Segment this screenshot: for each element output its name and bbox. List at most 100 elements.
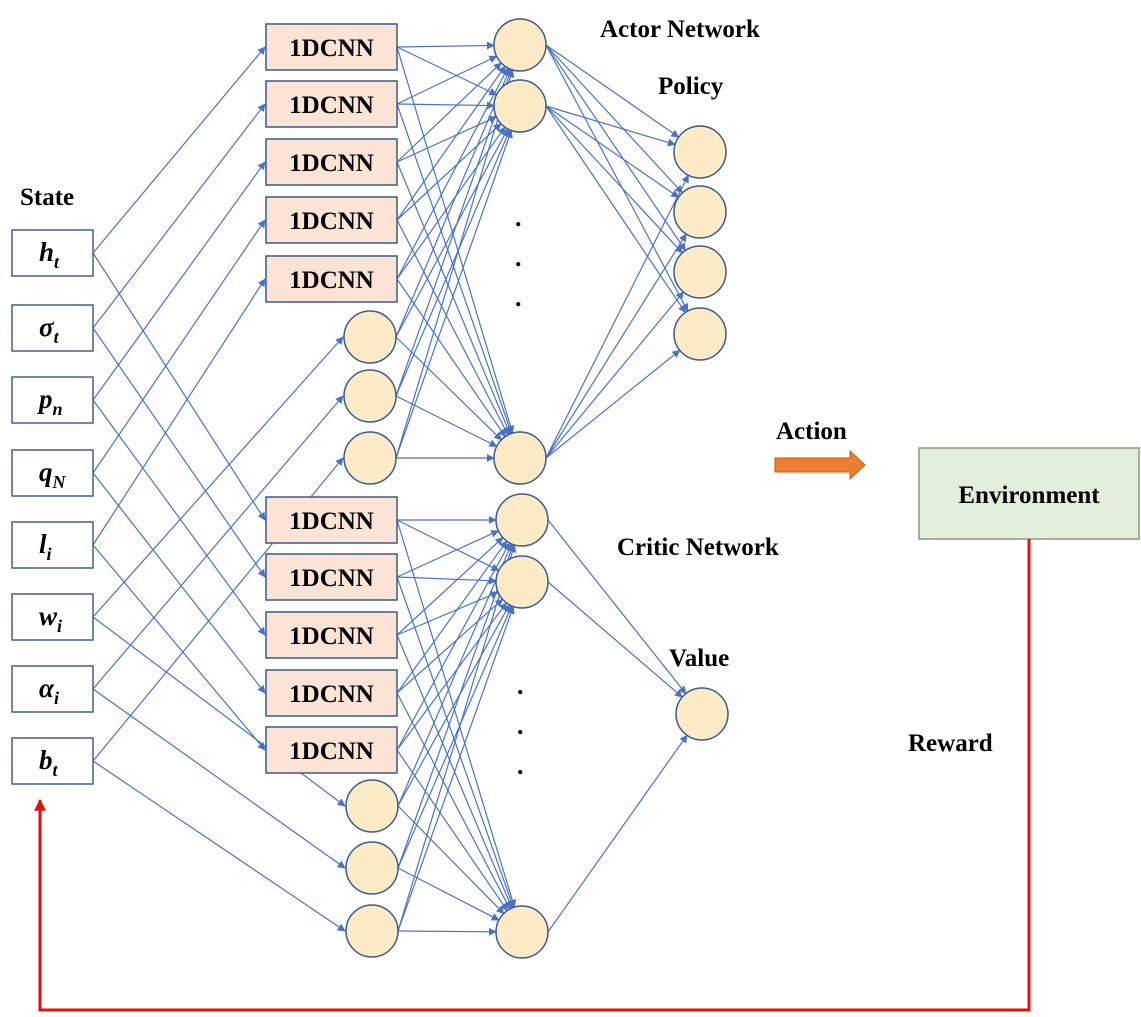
svg-text:.: . [517,751,524,780]
critic-layer1-to-hidden-connection [396,537,504,636]
actor-layer1-to-hidden-connection [396,103,513,435]
actor-layer1-to-hidden-connection [395,128,509,338]
cnn-1d-block [265,255,398,303]
state-variable-label: ht [39,237,60,272]
actor-hidden-neuron-node [493,18,547,72]
policy-output-node [673,307,727,361]
action-label: Action [776,418,847,445]
layer1-neuron-node [343,431,397,485]
actor-layer1-to-hidden-connection [396,278,506,438]
actor-layer1-to-hidden-connection [396,65,506,221]
cnn-1d-label: 1DCNN [289,623,374,650]
critic-hidden-to-value-connection [547,519,687,695]
actor-layer1-to-hidden-connection [395,129,511,397]
layer1-neuron-node [345,779,399,833]
state-to-layer1-connection [92,327,266,578]
critic-layer1-to-hidden-connection [396,602,507,751]
critic-layer1-to-hidden-connection [397,605,513,869]
state-to-layer1-connection [92,544,266,751]
critic-layer1-to-hidden-connection [397,543,515,869]
critic-layer1-to-hidden-connection [397,927,497,936]
actor-hidden-neuron-node [493,431,547,485]
cnn-1d-label: 1DCNN [289,92,374,119]
actor-layer1-to-hidden-connection [396,123,502,221]
state-to-layer1-connection [92,161,266,401]
cnn-1d-block [265,669,398,717]
actor-layer1-to-hidden-connection [396,116,498,163]
reward-label: Reward [908,730,993,757]
actor-layer1-to-hidden-connection [396,67,509,280]
state-to-layer1-connection [92,472,266,694]
actor-layer1-to-hidden-connection [395,395,498,447]
critic-hidden-to-value-connection [547,581,683,698]
critic-network-label: Critic Network [617,534,779,561]
critic-layer1-to-hidden-connection [397,805,505,915]
critic-hidden-ellipsis: . . . [517,671,524,780]
actor-hidden-to-policy-connection [545,105,683,254]
cnn-1d-label: 1DCNN [289,508,374,535]
actor-layer1-to-hidden-connection [396,41,495,50]
actor-layer1-to-hidden-connection [395,68,513,397]
value-label: Value [669,645,729,672]
svg-text:.: . [515,283,522,312]
cnn-1d-block [265,196,398,244]
actor-hidden-to-policy-connection [545,291,684,459]
critic-layer1-to-hidden-connection [397,604,510,807]
cnn-1d-block [265,23,398,71]
actor-layer1-to-hidden-connection [395,68,511,338]
actor-layer1-to-hidden-connection [396,62,502,163]
cnn-1d-label: 1DCNN [289,738,374,765]
cnn-1d-block [265,496,398,544]
state-variable-label: wi [39,601,62,636]
policy-output-node [673,125,727,179]
actor-hidden-to-policy-connection [545,174,689,459]
actor-hidden-to-policy-connection [545,233,687,459]
actor-hidden-to-policy-connection [545,44,686,252]
state-to-layer1-connection [92,46,266,254]
cnn-1d-block [265,80,398,128]
critic-layer1-to-hidden-connection [396,519,500,571]
state-input-box [11,665,94,713]
actor-layer1-to-hidden-connection [395,129,513,459]
critic-layer1-to-hidden-connection [396,692,511,910]
state-input-box [11,376,94,424]
reward-feedback-line [34,539,1031,1012]
critic-layer1-to-hidden-connection [396,749,508,912]
critic-layer1-to-hidden-connection [397,544,517,932]
state-variable-label: αi [39,673,59,708]
actor-hidden-to-policy-connection [545,349,681,459]
state-input-box [11,229,94,277]
actor-layer1-to-hidden-connection [396,101,495,110]
layer1-neuron-node [345,841,399,895]
state-to-layer1-connection [92,399,266,636]
state-input-box [11,449,94,497]
cnn-1d-label: 1DCNN [289,267,374,294]
svg-text:.: . [515,243,522,272]
cnn-1d-label: 1DCNN [289,208,374,235]
cnn-1d-block [265,138,398,186]
layer1-neuron-node [343,310,397,364]
critic-hidden-neuron-node [495,905,549,959]
actor-hidden-to-policy-connection [545,105,680,198]
state-variable-label: σt [39,312,60,347]
actor-hidden-to-policy-connection [545,105,686,314]
critic-layer1-to-hidden-connection [397,605,515,932]
critic-hidden-neuron-node [495,493,549,547]
state-variable-label: bt [39,745,59,780]
actor-layer1-to-hidden-connection [396,126,506,280]
state-input-box [11,521,94,569]
environment-label: Environment [958,482,1100,509]
cnn-1d-label: 1DCNN [289,150,374,177]
cnn-blocks: 1DCNN1DCNN1DCNN1DCNN1DCNN1DCNN1DCNN1DCNN… [265,23,398,774]
state-to-layer1-connection [92,688,346,869]
critic-layer1-to-hidden-connection [396,576,497,585]
state-to-layer1-connection [92,278,266,546]
actor-layer1-to-hidden-connection [396,55,498,105]
svg-text:.: . [517,671,524,700]
state-input-box [11,304,94,352]
state-to-layer1-connection [92,252,266,521]
actor-layer1-to-hidden-connection [396,46,515,434]
actor-hidden-ellipsis: . . . [515,203,522,312]
critic-layer1-to-hidden-connection [396,540,508,694]
